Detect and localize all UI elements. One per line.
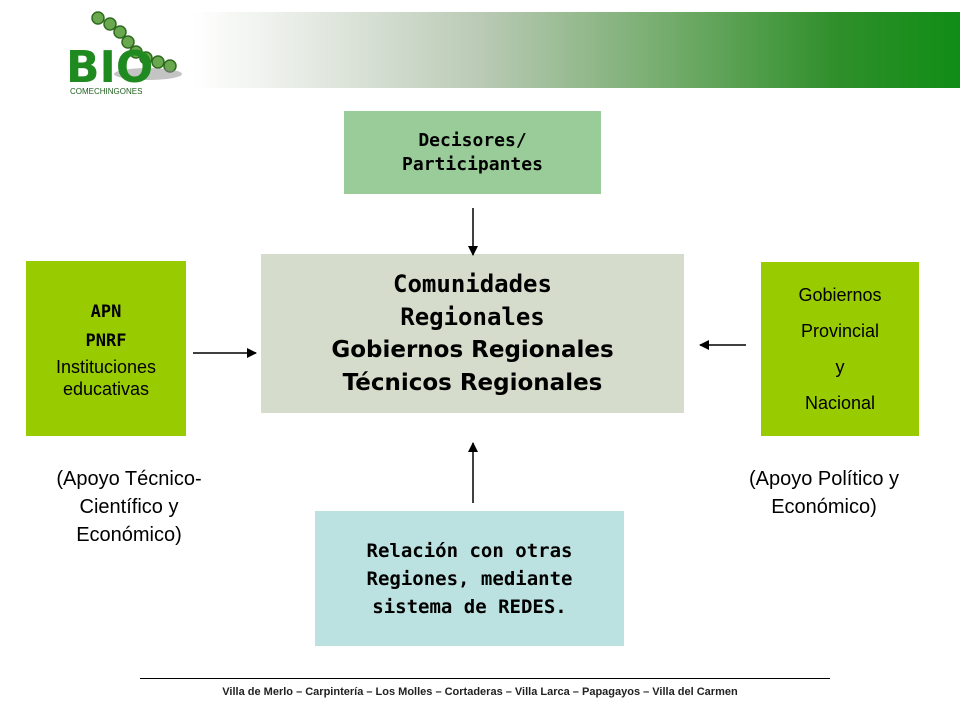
left-box-line-3: Instituciones bbox=[55, 356, 157, 377]
right-box-line-4: Nacional bbox=[804, 393, 876, 413]
logo-text: BIO bbox=[66, 42, 153, 93]
note-right-line-2: Económico) bbox=[771, 496, 877, 518]
apoyo-politico-note: (Apoyo Político y Económico) bbox=[706, 465, 942, 521]
bottom-box-line-2: Regiones, mediante bbox=[366, 567, 573, 590]
top-box-line-1: Decisores/ bbox=[418, 129, 527, 151]
logo-graphic: BIO COMECHINGONES bbox=[66, 11, 182, 96]
footer-divider bbox=[140, 678, 830, 679]
bottom-box-line-3: sistema de REDES. bbox=[372, 595, 567, 618]
bio-comechingones-logo: BIO COMECHINGONES bbox=[62, 8, 192, 98]
center-box-line-4: Técnicos Regionales bbox=[342, 369, 603, 396]
header-gradient-banner bbox=[192, 12, 960, 88]
left-box-line-1: APN bbox=[90, 301, 122, 322]
note-left-line-1: (Apoyo Técnico- bbox=[56, 468, 202, 490]
left-box-line-4: educativas bbox=[62, 378, 150, 399]
decisores-participantes-box: Decisores/ Participantes bbox=[344, 111, 601, 194]
top-box-line-2: Participantes bbox=[402, 153, 543, 175]
center-box-line-3: Gobiernos Regionales bbox=[331, 336, 614, 363]
gobiernos-provincial-nacional-box: Gobiernos Provincial y Nacional bbox=[761, 262, 919, 436]
apn-pnrf-box: APN PNRF Instituciones educativas bbox=[26, 261, 186, 436]
center-box-line-2: Regionales bbox=[400, 302, 545, 331]
comunidades-regionales-box: Comunidades Regionales Gobiernos Regiona… bbox=[261, 254, 684, 413]
right-box-line-1: Gobiernos bbox=[798, 285, 882, 305]
right-box-line-3: y bbox=[835, 357, 845, 377]
relacion-redes-box: Relación con otras Regiones, mediante si… bbox=[315, 511, 624, 646]
left-box-line-2: PNRF bbox=[85, 330, 127, 351]
footer-localities: Villa de Merlo – Carpintería – Los Molle… bbox=[222, 686, 738, 698]
center-box-line-1: Comunidades bbox=[393, 269, 552, 298]
apoyo-tecnico-note: (Apoyo Técnico- Científico y Económico) bbox=[14, 465, 244, 549]
note-left-line-2: Científico y bbox=[79, 496, 179, 518]
logo-subtitle: COMECHINGONES bbox=[70, 87, 142, 96]
right-box-line-2: Provincial bbox=[800, 321, 880, 341]
note-left-line-3: Económico) bbox=[76, 524, 182, 546]
note-right-line-1: (Apoyo Político y bbox=[748, 468, 900, 490]
bottom-box-line-1: Relación con otras bbox=[366, 539, 573, 562]
